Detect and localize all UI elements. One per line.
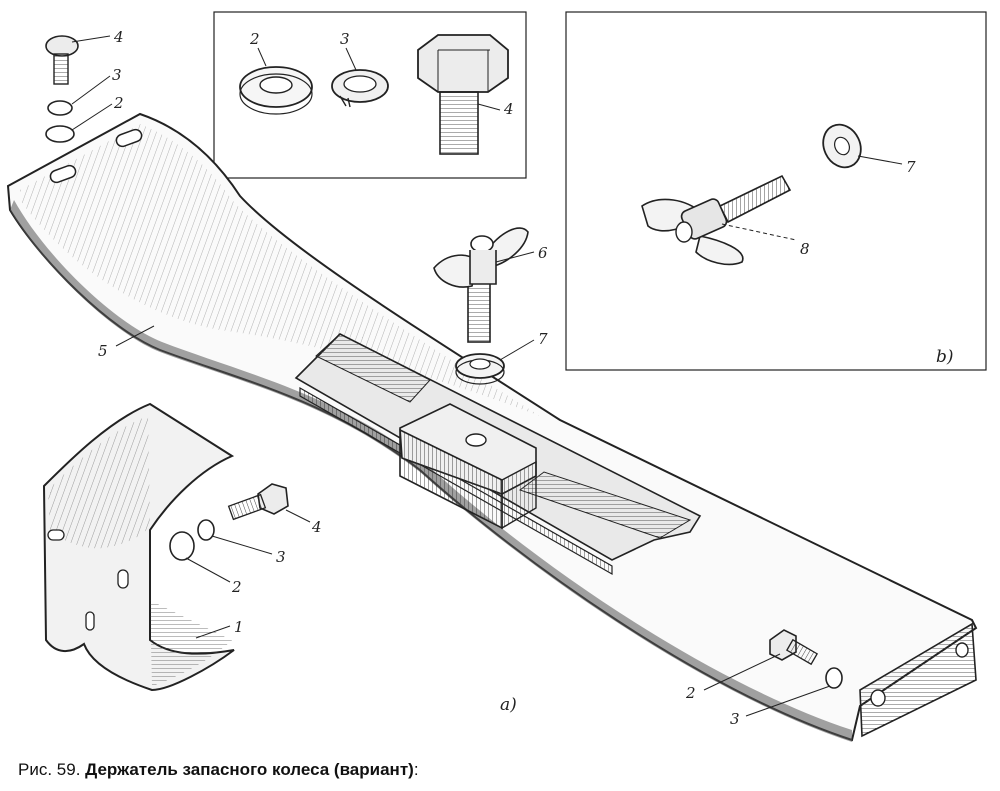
inset-label-bolt: 4 [503, 100, 514, 118]
bracket-fasteners [169, 483, 289, 561]
label-washer-bracket: 2 [231, 578, 242, 596]
label-lock-washer-bracket: 3 [276, 548, 286, 566]
top-left-fasteners [45, 35, 79, 143]
flat-washer-icon [822, 123, 862, 169]
inset-label-lock-washer: 3 [340, 30, 350, 48]
lock-washer-icon [331, 69, 389, 108]
label-bolt-bracket: 4 [311, 518, 322, 536]
bracket-icon [42, 402, 235, 692]
label-flat-washer: 7 [538, 330, 548, 348]
label-washer-bottom: 2 [685, 684, 696, 702]
label-wing-bolt: 6 [538, 244, 548, 262]
label-bracket: 1 [234, 618, 244, 636]
inset-box-fasteners: 2 3 4 [213, 11, 527, 179]
caption-prefix: Рис. 59. [18, 760, 81, 779]
inset-box-variant-b: 7 8 b) [565, 11, 987, 371]
inset-label-washer: 2 [249, 30, 260, 48]
wing-bolt-icon [641, 174, 792, 266]
view-a-label: a) [500, 695, 517, 715]
sleeve-block [399, 403, 537, 530]
label-lock-washer-bottom: 3 [730, 710, 740, 728]
view-b-label: b) [936, 347, 954, 367]
label-washer-top: 2 [113, 94, 124, 112]
inset-label-flat-washer: 7 [906, 158, 916, 176]
main-flat-washer-icon [455, 353, 505, 385]
main-callouts: 4 3 2 5 6 7 4 3 2 1 2 3 a) [71, 28, 831, 728]
bolt-icon [417, 34, 509, 155]
label-holder: 5 [98, 342, 108, 360]
figure-caption: Рис. 59. Держатель запасного колеса (вар… [18, 760, 419, 780]
bottom-right-fasteners [769, 629, 843, 689]
washer-icon [239, 66, 313, 115]
caption-suffix: : [413, 760, 419, 779]
inset-label-wing-bolt-alt: 8 [800, 240, 810, 258]
label-lock-washer-top: 3 [112, 66, 122, 84]
caption-title: Держатель запасного колеса (вариант) [85, 760, 414, 779]
wing-bolt-main-icon [433, 227, 529, 343]
label-bolt-top: 4 [113, 28, 124, 46]
